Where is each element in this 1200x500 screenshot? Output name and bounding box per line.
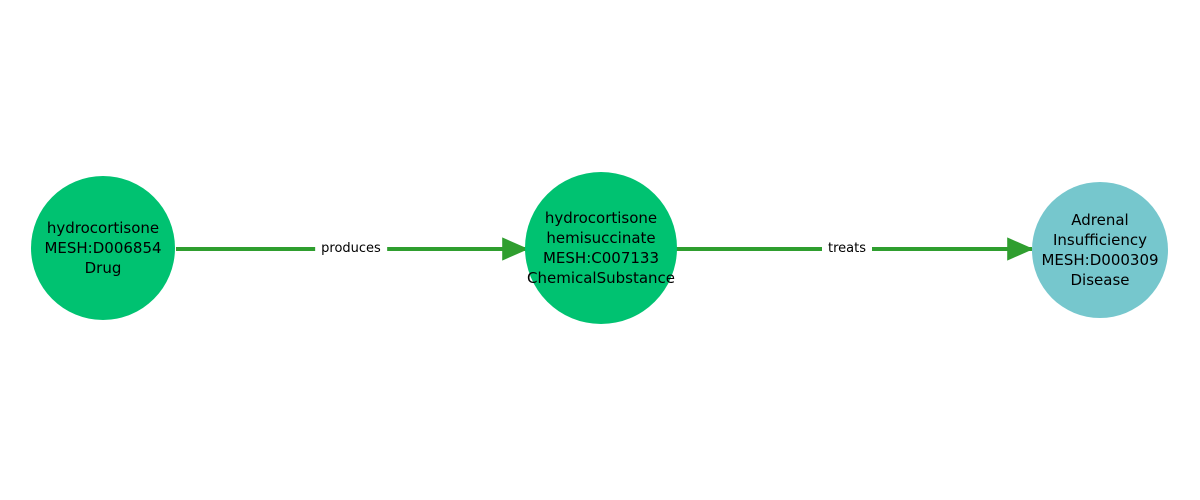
nodes-group: [31, 172, 1168, 324]
edge-produces-label: produces: [315, 240, 387, 258]
node-hydrocortisone-hemisuccinate-circle[interactable]: [525, 172, 677, 324]
node-hydrocortisone-circle[interactable]: [31, 176, 175, 320]
edge-treats-label: treats: [822, 240, 872, 258]
node-adrenal-insufficiency-circle[interactable]: [1032, 182, 1168, 318]
